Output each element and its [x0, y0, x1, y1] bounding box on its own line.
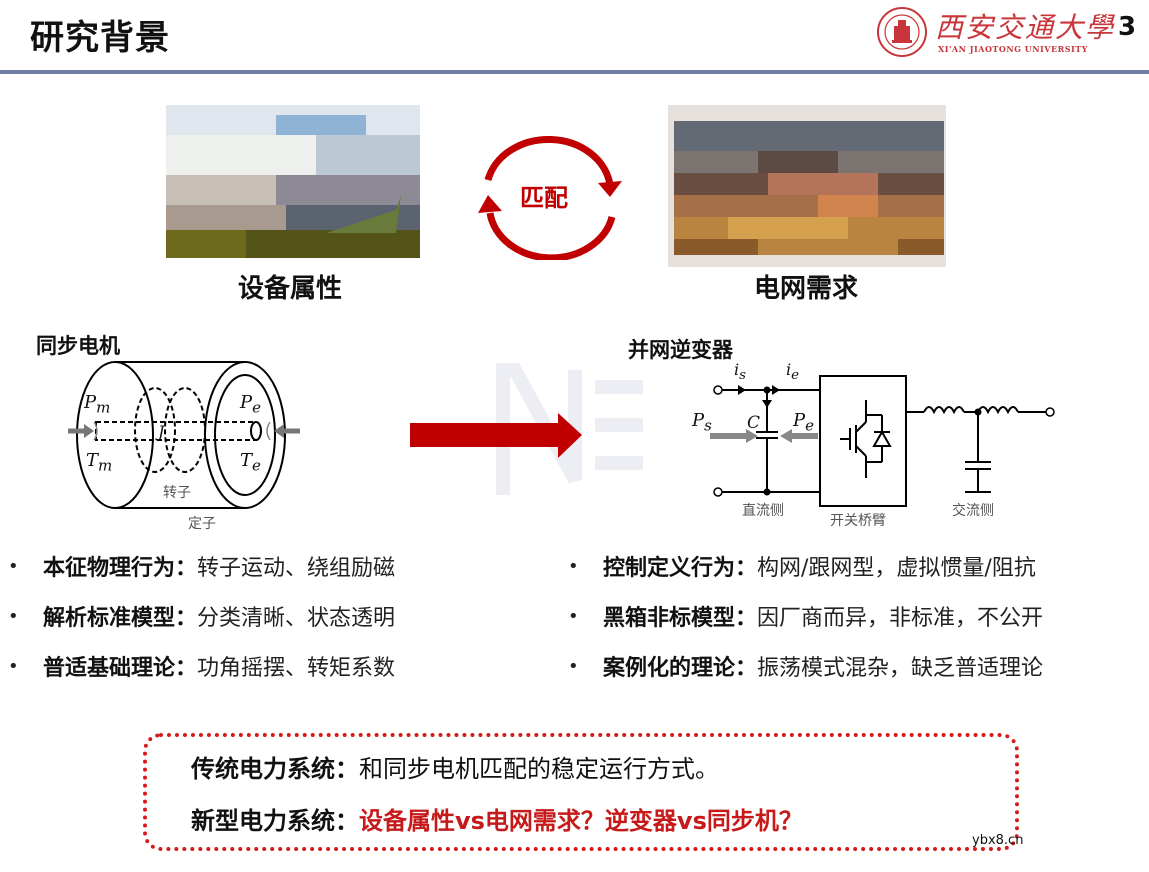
university-name-en: XI'AN JIAOTONG UNIVERSITY: [938, 44, 1088, 54]
site-watermark: ybx8.cn: [972, 833, 1024, 848]
label-ie-sub: e: [791, 368, 800, 384]
equipment-caption: 设备属性: [238, 274, 343, 304]
inverter-title: 并网逆变器: [628, 338, 733, 362]
bullet-right-2: • 黑箱非标模型： 因厂商而异，非标准，不公开: [568, 600, 1043, 632]
equipment-photo: [166, 105, 420, 258]
bullet-left-2: • 解析标准模型： 分类清晰、状态透明: [8, 600, 395, 632]
label-te-sub: e: [252, 456, 261, 475]
bullet-value: 振荡模式混杂，缺乏普适理论: [757, 656, 1044, 681]
bullet-left-3: • 普适基础理论： 功角摇摆、转矩系数: [8, 650, 395, 682]
bullet-key: 解析标准模型：: [43, 606, 198, 631]
university-seal-icon: [877, 7, 927, 57]
label-pe-inv-sub: e: [805, 416, 815, 435]
label-inertia: J: [158, 422, 165, 441]
label-pe: Pe: [240, 392, 261, 417]
conclusion-value: 和同步电机匹配的稳定运行方式。: [359, 755, 719, 783]
bullet-right-3: • 案例化的理论： 振荡模式混杂，缺乏普适理论: [568, 650, 1043, 682]
label-te-main: T: [240, 450, 253, 471]
bullet-icon: •: [568, 555, 579, 577]
label-ps-main: P: [692, 410, 705, 431]
bullet-value: 构网/跟网型，虚拟惯量/阻抗: [757, 556, 1036, 581]
label-ps: Ps: [692, 410, 712, 435]
conclusion-key: 新型电力系统：: [191, 807, 359, 835]
synchronous-machine-diagram: [68, 361, 300, 509]
label-pm-main: P: [84, 392, 97, 413]
label-pe-sub: e: [252, 398, 262, 417]
inverter-circuit-diagram: [710, 375, 1055, 507]
bullet-icon: •: [568, 605, 579, 627]
bullet-key: 黑箱非标模型：: [603, 606, 758, 631]
bullet-right-1: • 控制定义行为： 构网/跟网型，虚拟惯量/阻抗: [568, 550, 1036, 582]
conclusion-question: 设备属性vs电网需求？逆变器vs同步机？: [359, 807, 803, 835]
label-is-main: i: [734, 360, 740, 379]
label-pe-inverter: Pe: [793, 410, 814, 435]
bullet-key: 普适基础理论：: [43, 656, 198, 681]
bullet-value: 因厂商而异，非标准，不公开: [757, 606, 1044, 631]
transition-arrow-icon: [410, 413, 582, 458]
ne-watermark-logo: [496, 363, 643, 495]
power-grid-photo: [668, 105, 946, 267]
bullet-value: 功角摇摆、转矩系数: [197, 656, 396, 681]
bullet-icon: •: [568, 655, 579, 677]
label-rotor: 转子: [163, 485, 191, 501]
label-tm-main: T: [86, 450, 99, 471]
bullet-value: 分类清晰、状态透明: [197, 606, 396, 631]
label-ie: ie: [786, 360, 799, 383]
bullet-value: 转子运动、绕组励磁: [197, 556, 396, 581]
label-pm-sub: m: [96, 398, 111, 417]
label-te: Te: [240, 450, 261, 475]
conclusion-key: 传统电力系统：: [191, 755, 359, 783]
bullet-key: 本征物理行为：: [43, 556, 198, 581]
page-title: 研究背景: [30, 18, 170, 58]
conclusion-row-traditional: 传统电力系统：和同步电机匹配的稳定运行方式。: [191, 749, 719, 784]
conclusion-row-new: 新型电力系统：设备属性vs电网需求？逆变器vs同步机？: [191, 801, 803, 836]
bullet-icon: •: [8, 605, 19, 627]
label-is-sub: s: [739, 368, 746, 384]
bullet-key: 案例化的理论：: [603, 656, 758, 681]
bullet-left-1: • 本征物理行为： 转子运动、绕组励磁: [8, 550, 395, 582]
label-ac-side: 交流侧: [952, 503, 994, 519]
university-name-cn: 西安交通大學: [935, 11, 1116, 44]
label-dc-side: 直流侧: [742, 503, 784, 519]
header-divider: [0, 70, 1149, 74]
page-number: 3: [1118, 12, 1137, 42]
match-cycle-icon: [478, 135, 622, 260]
bullet-icon: •: [8, 555, 19, 577]
label-capacitor: C: [747, 413, 761, 433]
label-ie-main: i: [786, 360, 792, 379]
label-ps-sub: s: [704, 416, 712, 435]
synchronous-machine-title: 同步电机: [36, 334, 120, 358]
conclusion-box: 传统电力系统：和同步电机匹配的稳定运行方式。 新型电力系统：设备属性vs电网需求…: [143, 733, 1019, 851]
label-pe-inv-main: P: [793, 410, 806, 431]
label-pm: Pm: [84, 392, 110, 417]
label-is: is: [734, 360, 746, 383]
label-switch-bridge: 开关桥臂: [830, 513, 886, 529]
grid-caption: 电网需求: [754, 274, 859, 304]
label-pe-main: P: [240, 392, 253, 413]
match-label: 匹配: [520, 184, 568, 212]
label-tm-sub: m: [98, 456, 113, 475]
bullet-key: 控制定义行为：: [603, 556, 758, 581]
label-tm: Tm: [86, 450, 112, 475]
label-stator: 定子: [188, 516, 216, 532]
bullet-icon: •: [8, 655, 19, 677]
